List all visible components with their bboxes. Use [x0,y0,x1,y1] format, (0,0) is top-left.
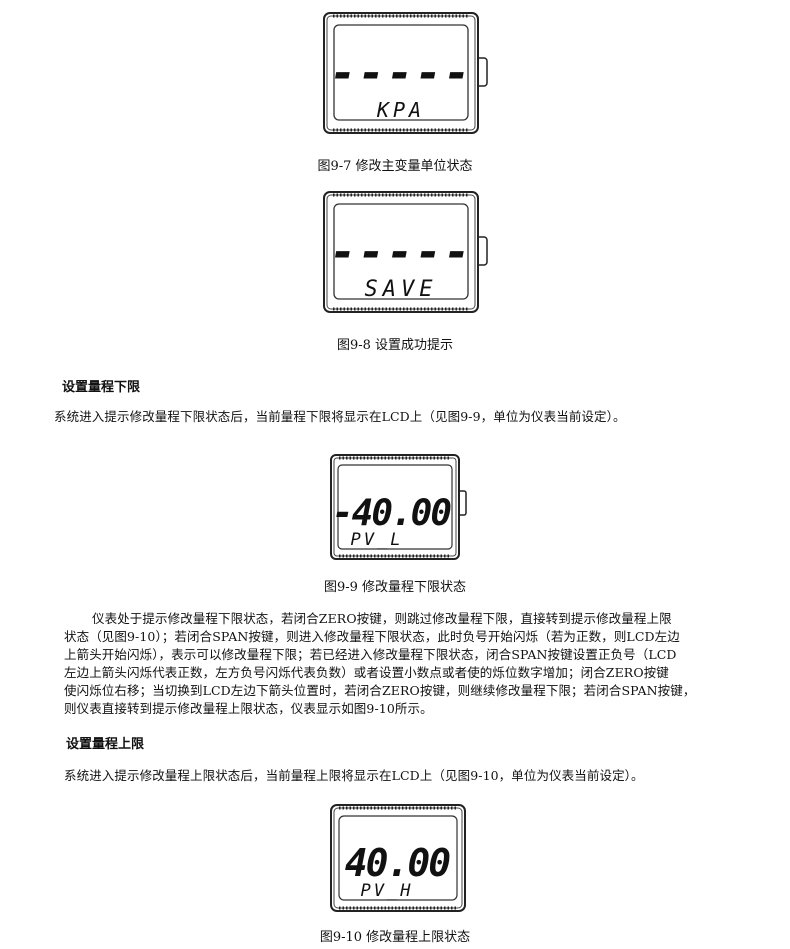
lcd-bottom-text: PV_H [361,881,414,901]
figure-caption: 图9-9 修改量程下限状态 [323,580,467,595]
figure-caption: 图9-10 修改量程上限状态 [319,930,471,945]
lcd-bottom-text: KPA [376,98,425,122]
paragraph-line: 左边上箭头闪烁代表正数，左方负号闪烁代表负数）或者设置小数点或者使的烁位数字增加… [64,665,669,680]
lcd-figure-9-10: 40.00 PV_H [329,803,474,915]
lcd-figure-9-7: ----- KPA [321,10,489,136]
lcd-figure-9-9: -40.00 PV_L [329,453,469,563]
lcd-top-text: 40.00 [345,841,451,885]
figure-caption: 图9-8 设置成功提示 [336,338,454,353]
paragraph-line: 上箭头开始闪烁），表示可以修改量程下限；若已经进入修改量程下限状态，闭合SPAN… [64,647,677,662]
lcd-top-text: ----- [330,48,472,99]
lcd-top-text: -40.00 [332,493,451,534]
lcd-top-text: ----- [330,227,472,278]
paragraph-line: 状态（见图9-10）；若闭合SPAN按键，则进入修改量程下限状态，此时负号开始闪… [64,629,680,644]
lcd-bottom-text: PV_L [351,530,404,550]
section-heading-upper: 设置量程上限 [66,737,145,752]
lcd-bottom-text: SAVE [365,277,438,302]
paragraph-line: 使闪烁位右移；当切换到LCD左边下箭头位置时，若闭合ZERO按键，则继续修改量程… [64,683,696,698]
section-heading-lower: 设置量程下限 [62,380,141,395]
section-intro-upper: 系统进入提示修改量程上限状态后，当前量程上限将显示在LCD上（见图9-10，单位… [64,768,644,783]
section-intro-lower: 系统进入提示修改量程下限状态后，当前量程下限将显示在LCD上（见图9-9，单位为… [54,409,626,424]
paragraph-line: 仪表处于提示修改量程下限状态，若闭合ZERO按键，则跳过修改量程下限，直接转到提… [92,611,672,626]
figure-caption: 图9-7 修改主变量单位状态 [317,159,473,174]
paragraph-line: 则仪表直接转到提示修改量程上限状态，仪表显示如图9-10所示。 [64,701,433,716]
lcd-figure-9-8: ----- SAVE [321,189,489,315]
